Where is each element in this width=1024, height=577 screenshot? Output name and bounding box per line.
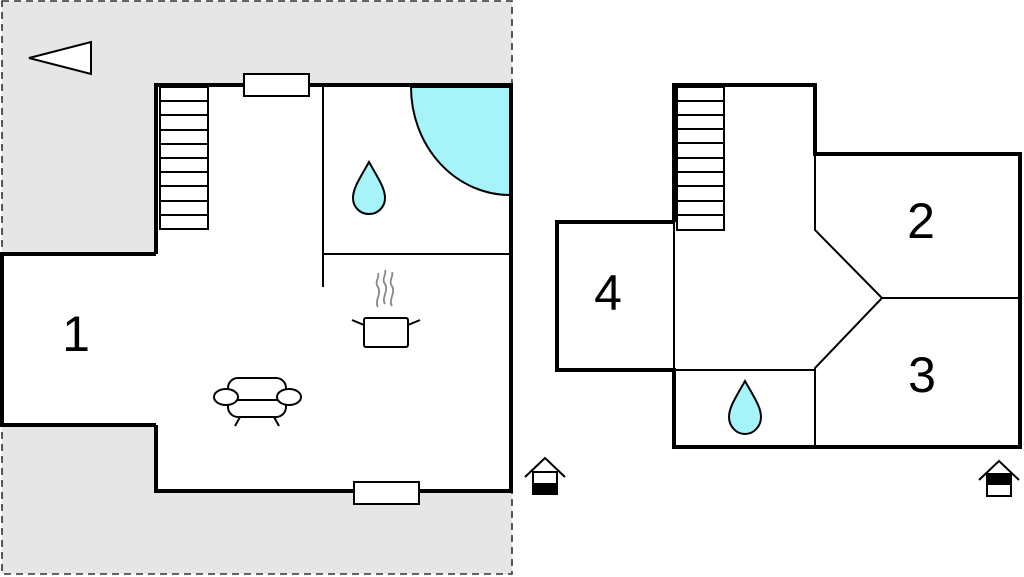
bathtub-icon [409,86,511,197]
room-label-2: 2 [907,193,935,249]
upper-floor: 4 2 3 [555,83,1022,497]
cooking-pot-icon [351,269,421,348]
staircase-icon [159,86,209,230]
sofa-icon [213,377,302,427]
room-label-4: 4 [594,265,622,321]
interior-walls [673,154,1020,447]
ground-floor: 1 [0,0,566,575]
house-entrance-icon [978,459,1020,497]
room-label-3: 3 [908,347,936,403]
water-drop-icon [727,378,763,436]
exterior-walls [0,83,513,493]
house-entrance-icon [524,456,566,495]
interior-walls [322,87,510,287]
room-label-1: 1 [62,306,90,362]
window-icon [243,73,310,97]
exterior-walls [555,83,1022,449]
staircase-icon [676,86,725,231]
compass-north-arrow-icon [28,40,92,76]
window-icon [353,481,420,505]
water-drop-icon [351,159,387,216]
